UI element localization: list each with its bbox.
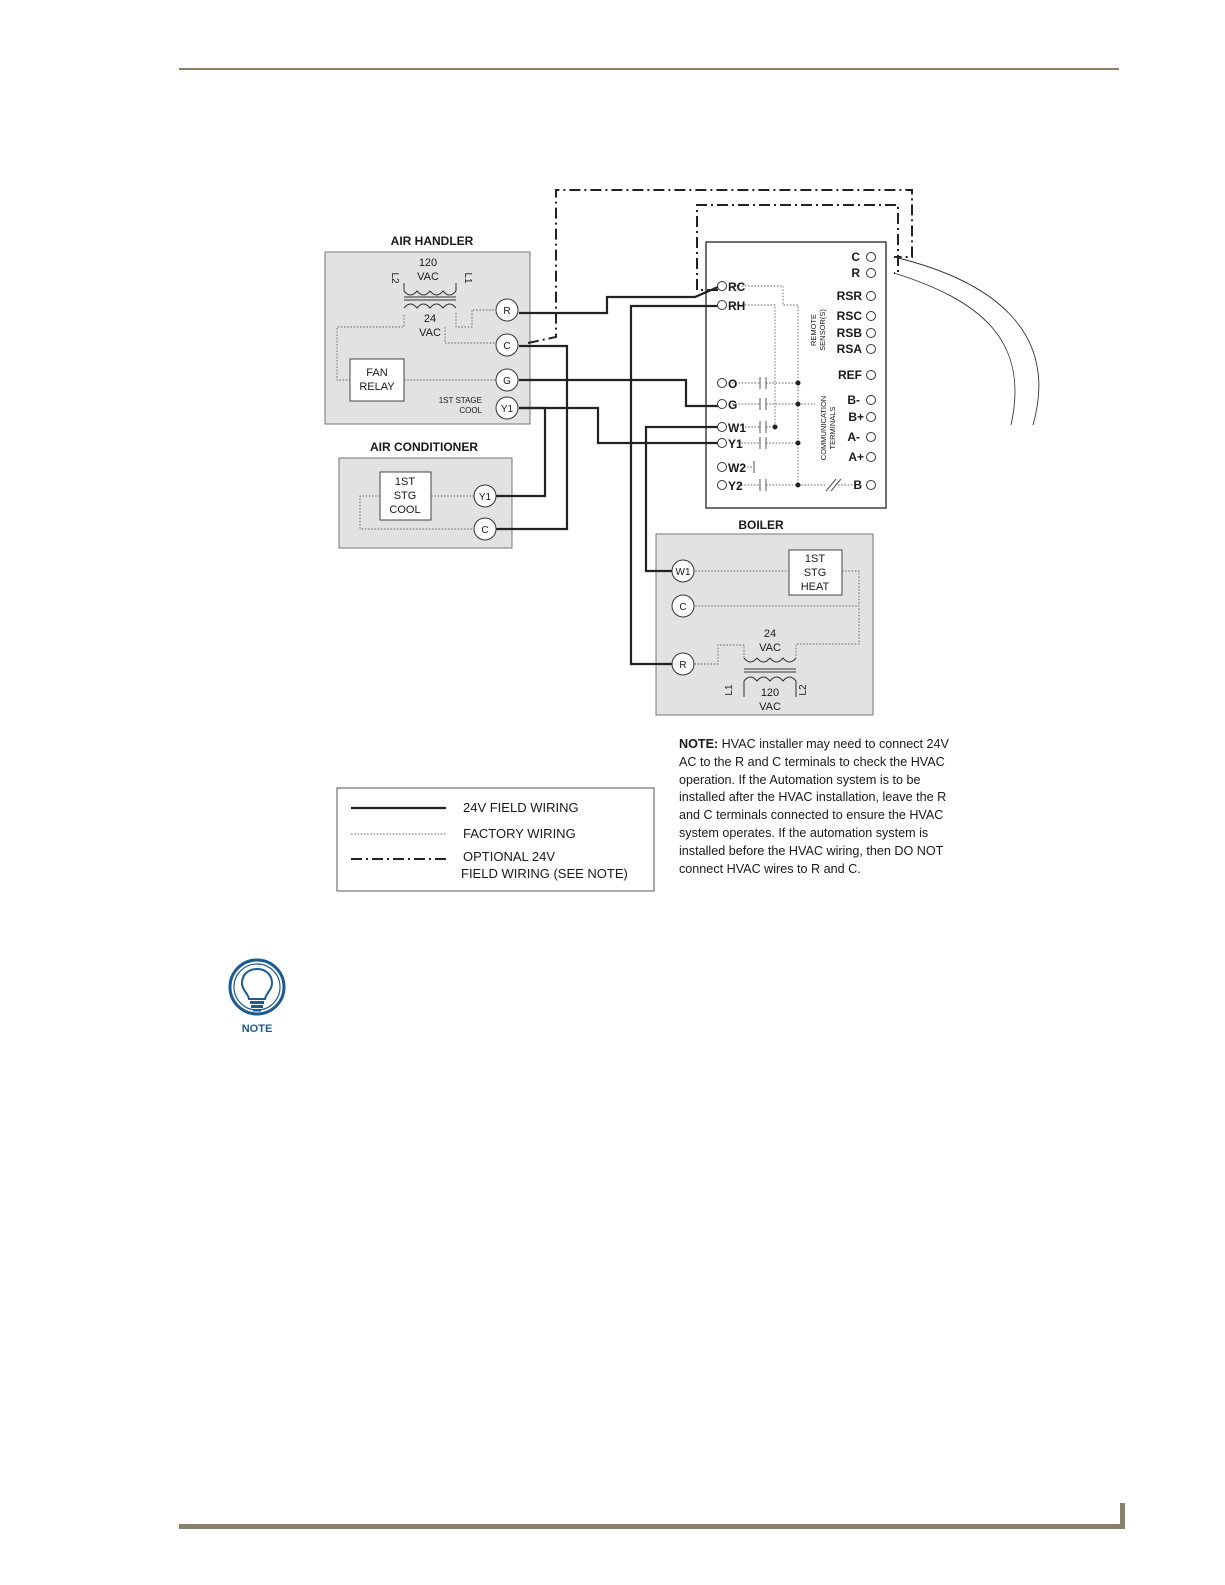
footer-rule-tick xyxy=(1120,1503,1125,1529)
legend-optional-1: OPTIONAL 24V xyxy=(463,849,555,864)
air-handler-title: AIR HANDLER xyxy=(391,234,474,248)
note-lead: NOTE: xyxy=(679,737,719,751)
remote-sensor-label-2: SENSOR(S) xyxy=(818,309,827,351)
ah-xf-primary: 120 xyxy=(419,257,437,269)
tstat-terminal-rc: RC xyxy=(728,280,746,294)
boiler-xf-primary-unit: VAC xyxy=(759,701,781,713)
note-icon-label: NOTE xyxy=(242,1023,273,1035)
boiler-terminal-r: R xyxy=(671,652,695,676)
boiler-xf-l2: L2 xyxy=(798,684,809,696)
ah-terminal-c-label: C xyxy=(503,341,510,352)
ah-stage-label-1: 1ST STAGE xyxy=(439,396,482,405)
fan-relay-label-2: RELAY xyxy=(359,381,395,393)
legend-field-wiring: 24V FIELD WIRING xyxy=(463,800,579,815)
remote-sensor-label-1: REMOTE xyxy=(809,314,818,346)
fan-relay-label-1: FAN xyxy=(366,367,387,379)
boiler-terminal-w1: W1 xyxy=(671,559,695,583)
tstat-terminal-rsb: RSB xyxy=(837,326,863,340)
boiler-terminal-c: C xyxy=(671,594,695,618)
tstat-terminal-o: O xyxy=(728,377,737,391)
ah-terminal-r-label: R xyxy=(503,306,510,317)
boiler-terminal-c-label: C xyxy=(679,602,686,613)
factory-wiring xyxy=(336,285,860,665)
tstat-terminal-w2: W2 xyxy=(728,461,746,475)
ah-stage-label-2: COOL xyxy=(459,406,482,415)
field-wiring xyxy=(496,285,719,666)
ah-xf-primary-unit: VAC xyxy=(417,271,439,283)
ah-terminal-g-label: G xyxy=(503,376,511,387)
air-conditioner-title: AIR CONDITIONER xyxy=(370,440,478,454)
boiler-box-label-1: 1ST xyxy=(805,553,825,565)
tstat-terminal-b-minus: B- xyxy=(847,393,860,407)
boiler-terminal-r-label: R xyxy=(679,660,686,671)
ah-xf-l1: L1 xyxy=(462,272,473,284)
ah-xf-secondary-unit: VAC xyxy=(419,327,441,339)
tstat-terminal-r: R xyxy=(851,266,860,280)
ah-terminal-c: C xyxy=(495,333,519,357)
tstat-terminal-rsc: RSC xyxy=(837,309,863,323)
tstat-terminal-a-minus: A- xyxy=(847,430,860,444)
note-callout: NOTE xyxy=(226,958,288,1036)
boiler-xf-secondary: 24 xyxy=(764,628,776,640)
boiler-stage-box xyxy=(788,549,843,596)
thermostat-right-terminals: C R RSR RSC RSB RSA REF B- B+ A- A+ B xyxy=(837,250,876,492)
tstat-terminal-w1: W1 xyxy=(728,421,746,435)
ac-terminal-c-label: C xyxy=(481,525,488,536)
ah-transformer-coils xyxy=(403,283,457,309)
ah-terminal-y1: Y1 xyxy=(495,396,519,420)
boiler-box-label-2: STG xyxy=(804,567,827,579)
header-rule xyxy=(179,68,1119,70)
ac-terminal-y1-label: Y1 xyxy=(479,492,492,503)
boiler-xf-primary: 120 xyxy=(761,687,779,699)
tstat-terminal-c: C xyxy=(851,250,860,264)
ac-box-label-2: STG xyxy=(394,490,417,502)
legend-factory-wiring: FACTORY WIRING xyxy=(463,826,576,841)
legend-optional-2: FIELD WIRING (SEE NOTE) xyxy=(461,866,628,881)
boiler-xf-l1: L1 xyxy=(724,684,735,696)
tstat-terminal-y2: Y2 xyxy=(728,479,743,493)
tstat-terminal-g: G xyxy=(728,398,737,412)
thermostat-contacts xyxy=(753,377,842,492)
ah-xf-l2: L2 xyxy=(389,272,400,284)
ac-box-label-3: COOL xyxy=(389,504,420,516)
note-body: HVAC installer may need to connect 24V A… xyxy=(679,737,949,876)
thermostat-junctions xyxy=(772,380,801,488)
tstat-terminal-b: B xyxy=(853,478,862,492)
ah-terminal-r: R xyxy=(495,298,519,322)
ah-xf-secondary: 24 xyxy=(424,313,436,325)
boiler-transformer-coils xyxy=(743,657,797,697)
footer-rule xyxy=(179,1524,1125,1529)
ac-terminal-c: C xyxy=(473,517,497,541)
tstat-terminal-a-plus: A+ xyxy=(848,450,864,464)
tstat-terminal-y1: Y1 xyxy=(728,437,743,451)
boiler-box-label-3: HEAT xyxy=(801,581,830,593)
boiler-xf-secondary-unit: VAC xyxy=(759,642,781,654)
comm-terminals-label-1: COMMUNICATION xyxy=(819,396,828,460)
tstat-terminal-rsr: RSR xyxy=(837,289,863,303)
tstat-terminal-rsa: RSA xyxy=(837,342,863,356)
ac-box-label-1: 1ST xyxy=(395,476,415,488)
lightbulb-icon: NOTE xyxy=(228,958,286,1035)
fan-relay-box xyxy=(349,358,405,402)
ac-terminal-y1: Y1 xyxy=(473,484,497,508)
ah-terminal-y1-label: Y1 xyxy=(501,404,514,415)
boiler-terminal-w1-label: W1 xyxy=(676,567,691,578)
wiring-note: NOTE: HVAC installer may need to connect… xyxy=(679,736,964,878)
boiler-title: BOILER xyxy=(738,518,784,532)
ah-terminal-g: G xyxy=(495,368,519,392)
wiring-legend: 24V FIELD WIRING FACTORY WIRING OPTIONAL… xyxy=(336,787,655,892)
tstat-terminal-ref: REF xyxy=(838,368,862,382)
thermostat-left-terminals: RC RH O G W1 Y1 W2 Y2 xyxy=(717,280,746,493)
tstat-terminal-b-plus: B+ xyxy=(848,410,864,424)
ac-stage-box xyxy=(379,471,432,521)
optional-wiring xyxy=(527,189,913,344)
tstat-terminal-rh: RH xyxy=(728,299,745,313)
external-cable xyxy=(893,256,1040,426)
comm-terminals-label-2: TERMINALS xyxy=(828,407,837,450)
